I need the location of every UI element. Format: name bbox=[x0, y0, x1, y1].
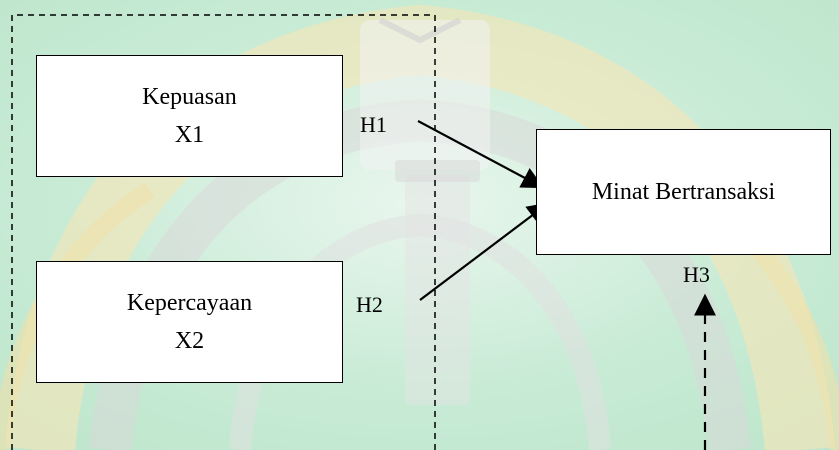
hypothesis-label-h3: H3 bbox=[683, 262, 710, 287]
node-y-title: Minat Bertransaksi bbox=[591, 178, 776, 205]
node-kepercayaan-x2: Kepercayaan X2 bbox=[36, 261, 343, 383]
edge-h2-arrow bbox=[419, 202, 550, 301]
node-x2-code: X2 bbox=[174, 328, 205, 354]
node-kepuasan-x1: Kepuasan X1 bbox=[36, 55, 343, 177]
hypothesis-label-h2: H2 bbox=[356, 292, 383, 317]
edge-h1-arrow bbox=[417, 120, 544, 189]
node-x2-title: Kepercayaan bbox=[126, 289, 253, 316]
hypothesis-label-h1: H1 bbox=[360, 112, 387, 137]
node-minat-bertransaksi: Minat Bertransaksi bbox=[536, 129, 831, 255]
node-x1-title: Kepuasan bbox=[142, 83, 237, 110]
node-x1-code: X1 bbox=[174, 122, 205, 148]
